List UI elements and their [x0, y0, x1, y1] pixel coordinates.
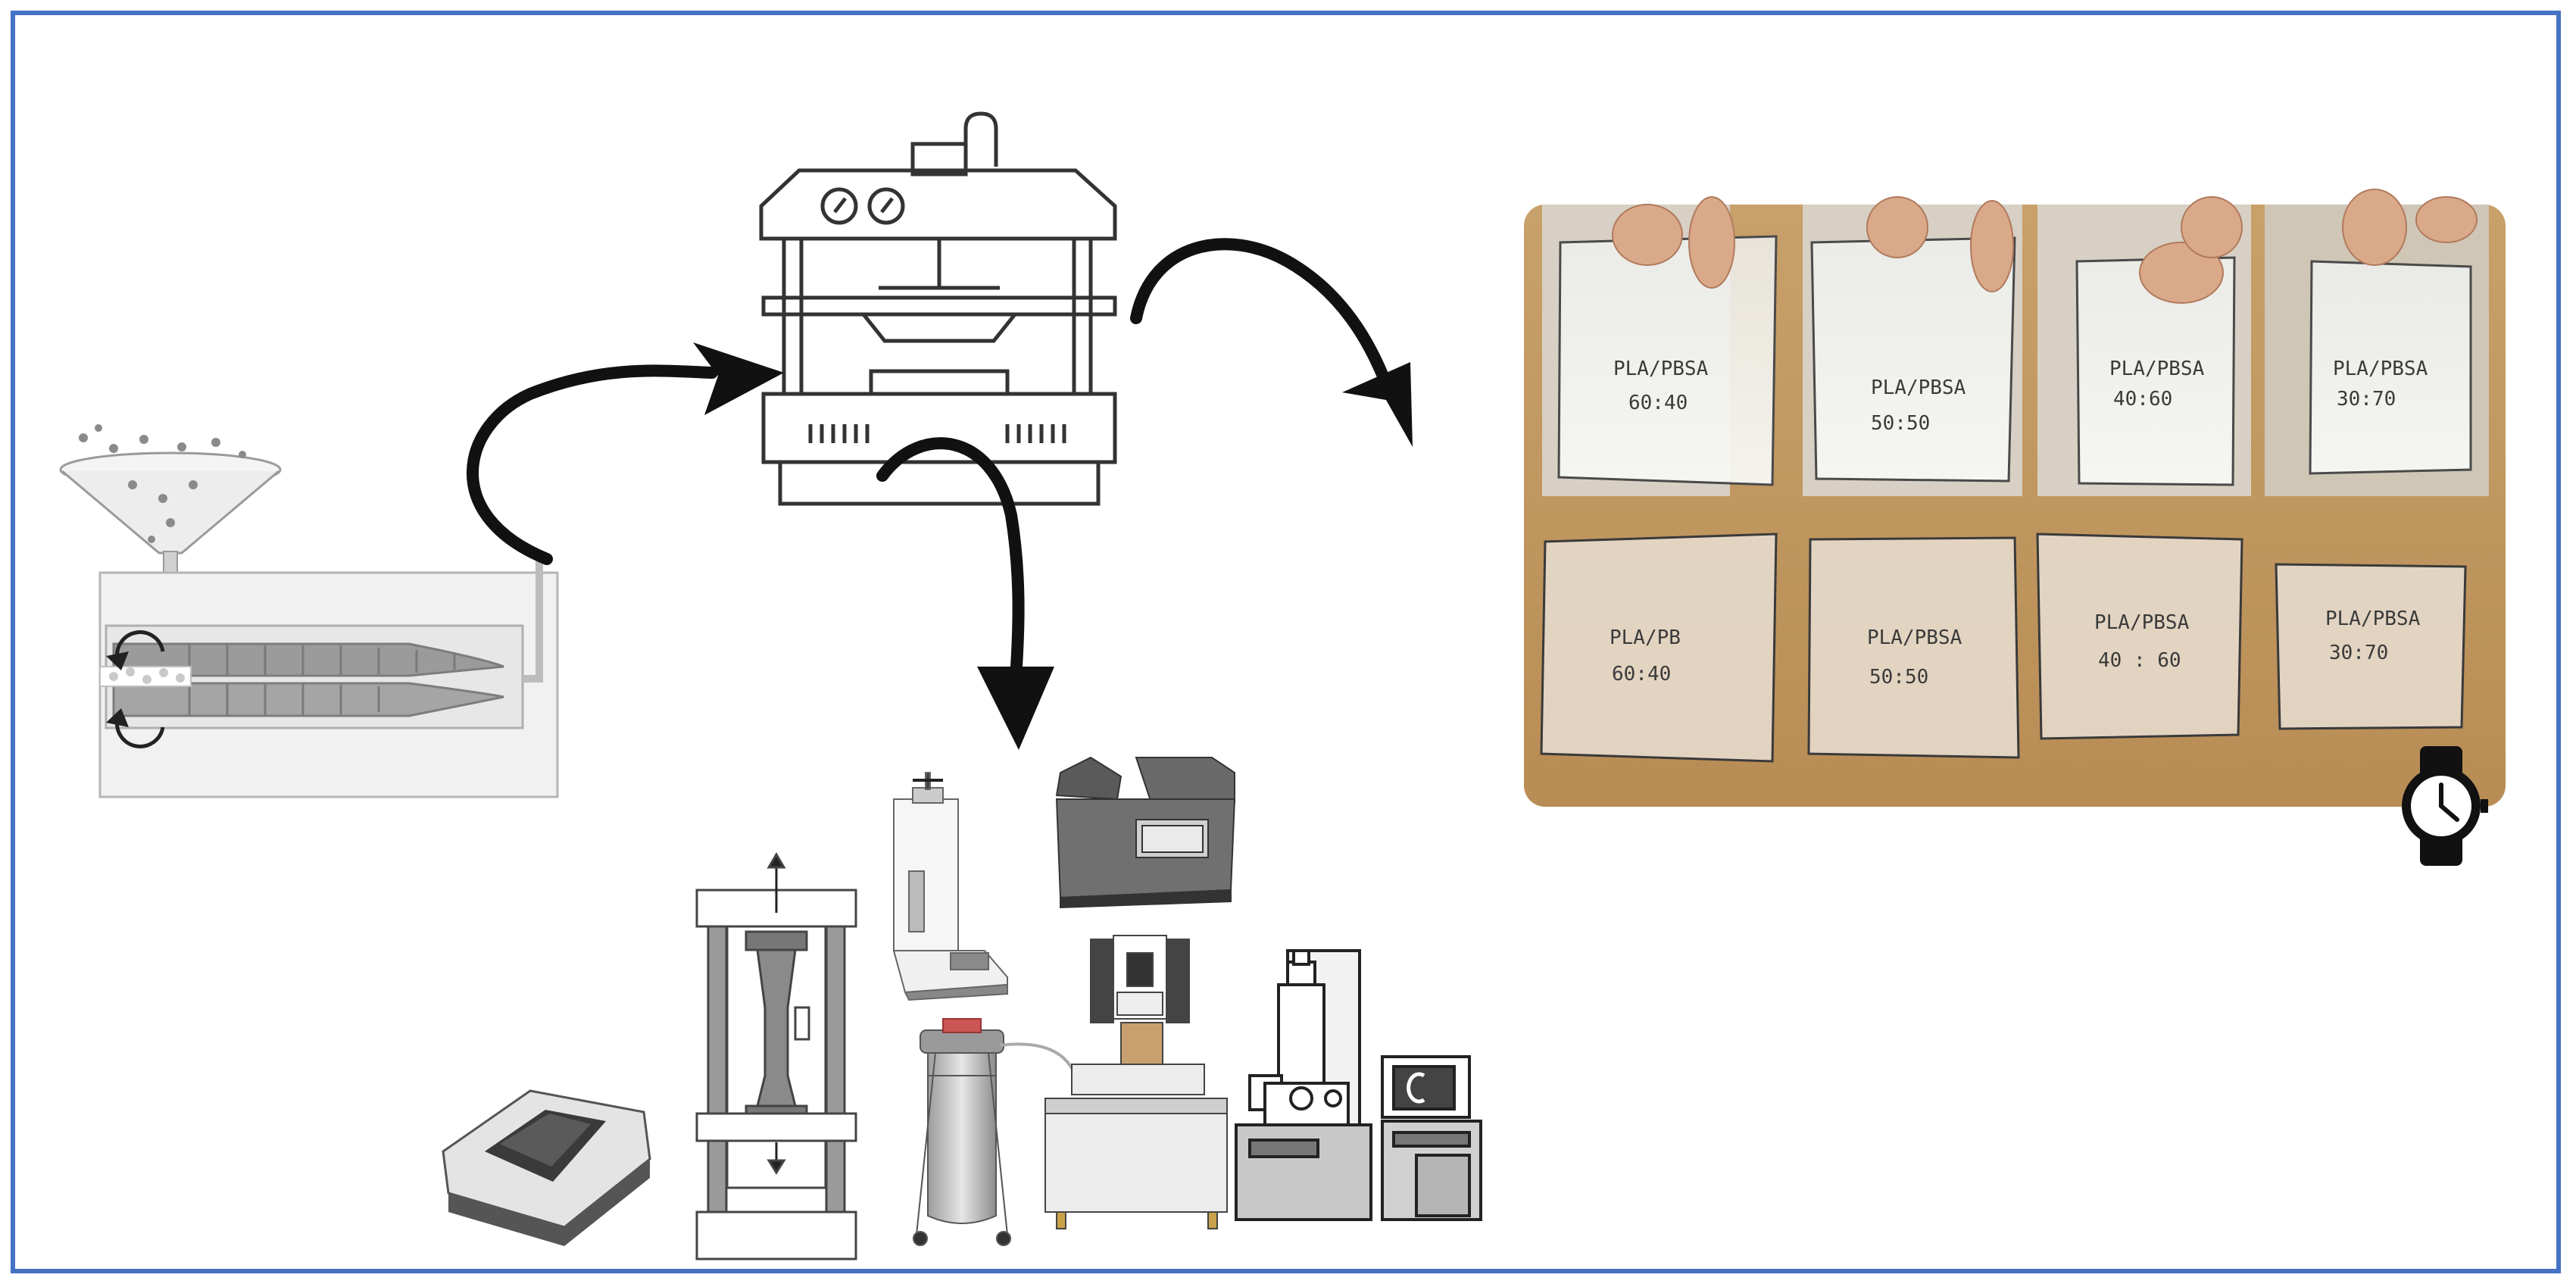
sample-top-2-line1: PLA/PBSA: [1871, 376, 1966, 399]
extruder-icon: [59, 424, 559, 798]
sample-bottom-4-line2: 30:70: [2329, 642, 2388, 664]
sample-top-1-line2: 60:40: [1628, 392, 1688, 414]
sample-bottom-1-line2: 60:40: [1612, 663, 1671, 686]
sample-bottom-2-line1: PLA/PBSA: [1867, 626, 1962, 649]
spectrophotometer-icon: [442, 1089, 651, 1246]
arrow-press-to-samples: [1130, 238, 1413, 447]
sample-film-top-4: [2309, 260, 2472, 475]
melt-flow-indexer-icon: [892, 772, 1008, 1001]
sample-photo: PLA/PBSA 60:40 PLA/PBSA 50:50 PLA/PBSA 4…: [1524, 189, 2506, 807]
dma-instrument-icon: [1044, 935, 1228, 1229]
figure-border: [11, 11, 2561, 1273]
sample-top-3-line1: PLA/PBSA: [2109, 358, 2205, 380]
sample-top-3-line2: 40:60: [2113, 388, 2172, 411]
liquid-nitrogen-dewar-icon: [913, 1018, 1077, 1246]
sample-film-bottom-1: [1540, 533, 1778, 763]
arrow-press-to-characterization: [876, 437, 1054, 750]
electron-microscope-icon: [1235, 949, 1482, 1221]
thermal-analyzer-icon: [1055, 756, 1236, 909]
sample-film-bottom-2: [1807, 536, 2020, 759]
sample-bottom-3-line1: PLA/PBSA: [2094, 611, 2190, 634]
tensile-tester-icon: [695, 852, 857, 1260]
sample-bottom-1-line1: PLA/PB: [1610, 626, 1681, 649]
sample-top-4-line2: 30:70: [2337, 388, 2396, 411]
sample-top-2-line2: 50:50: [1871, 412, 1930, 435]
arrow-extruder-to-press: [467, 342, 784, 565]
sample-film-bottom-4: [2275, 563, 2467, 730]
hydraulic-press-icon: [759, 111, 1117, 506]
sample-bottom-4-line1: PLA/PBSA: [2325, 608, 2421, 630]
sample-bottom-2-line2: 50:50: [1869, 666, 1928, 689]
sample-bottom-3-line2: 40 : 60: [2098, 649, 2181, 672]
sample-film-bottom-3: [2036, 533, 2243, 740]
wristwatch-icon: [2402, 746, 2488, 866]
sample-top-1-line1: PLA/PBSA: [1613, 358, 1709, 380]
sample-top-4-line1: PLA/PBSA: [2333, 358, 2428, 380]
sample-film-top-2: [1810, 236, 2016, 483]
